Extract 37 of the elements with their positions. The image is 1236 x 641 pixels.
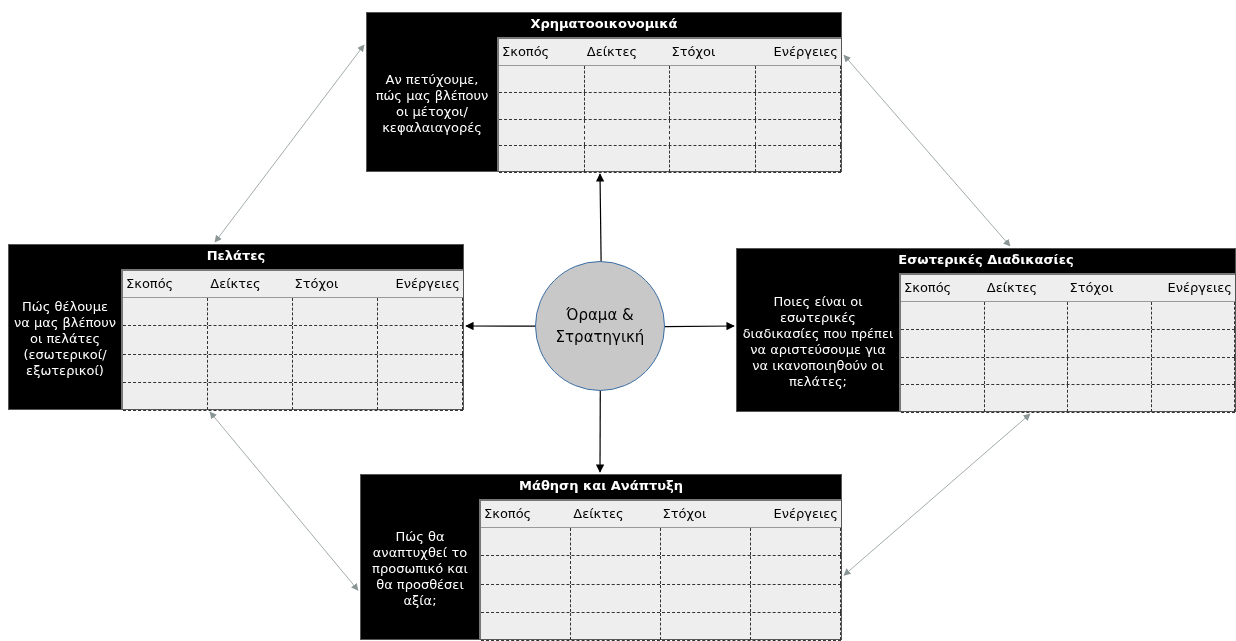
arrow bbox=[209, 411, 359, 591]
column-header: Στόχοι bbox=[661, 505, 708, 523]
node-label: Όραμα & Στρατηγική bbox=[554, 305, 646, 348]
column-header: Σκοπός bbox=[903, 279, 953, 297]
column-header: Στόχοι bbox=[1068, 279, 1115, 297]
card-title: Χρηματοοικονομικά bbox=[529, 15, 679, 33]
column-header: Ενέργειες bbox=[772, 43, 839, 61]
card-title: Πελάτες bbox=[205, 247, 267, 265]
card-title: Εσωτερικές Διαδικασίες bbox=[897, 251, 1075, 269]
question-text: Αν πετύχουμε, πώς μας βλέπουν οι μέτοχοι/ κεφαλαιαγορές bbox=[374, 71, 490, 137]
arrow bbox=[595, 390, 605, 473]
column-header: Δείκτες bbox=[985, 279, 1039, 297]
question-text: Πώς θα αναπτυχθεί το προσωπικό και θα προσθέσει αξία; bbox=[371, 528, 469, 610]
column-header: Ενέργειες bbox=[394, 275, 461, 293]
card-title: Μάθηση και Ανάπτυξη bbox=[518, 477, 684, 495]
column-header: Δείκτες bbox=[209, 275, 262, 293]
arrow bbox=[843, 54, 1011, 247]
perspective-card bbox=[8, 244, 464, 410]
perspective-card bbox=[736, 248, 1236, 412]
question-text: Ποιες είναι οι εσωτερικές διαδικασίες που πρέπει να αριστεύσουμε για να ικανοποιηθούν οι πελάτες; bbox=[741, 293, 895, 391]
column-header: Ενέργειες bbox=[772, 505, 839, 523]
arrow bbox=[843, 413, 1031, 576]
arrow bbox=[214, 44, 365, 243]
column-header: Ενέργειες bbox=[1166, 279, 1233, 297]
arrow bbox=[465, 321, 536, 331]
arrow bbox=[664, 321, 735, 331]
perspective-card bbox=[366, 12, 842, 172]
column-header: Δείκτες bbox=[585, 43, 639, 61]
column-header: Δείκτες bbox=[572, 505, 625, 523]
column-header: Σκοπός bbox=[483, 505, 533, 523]
arrow bbox=[595, 173, 605, 262]
perspective-card bbox=[360, 474, 842, 640]
question-text: Πώς θέλουμε να μας βλέπουν οι πελάτες (εσωτερικοί/ εξωτερικοί) bbox=[13, 298, 117, 380]
column-header: Στόχοι bbox=[670, 43, 717, 61]
column-header: Στόχοι bbox=[293, 275, 340, 293]
column-header: Σκοπός bbox=[501, 43, 551, 61]
column-header: Σκοπός bbox=[125, 275, 175, 293]
